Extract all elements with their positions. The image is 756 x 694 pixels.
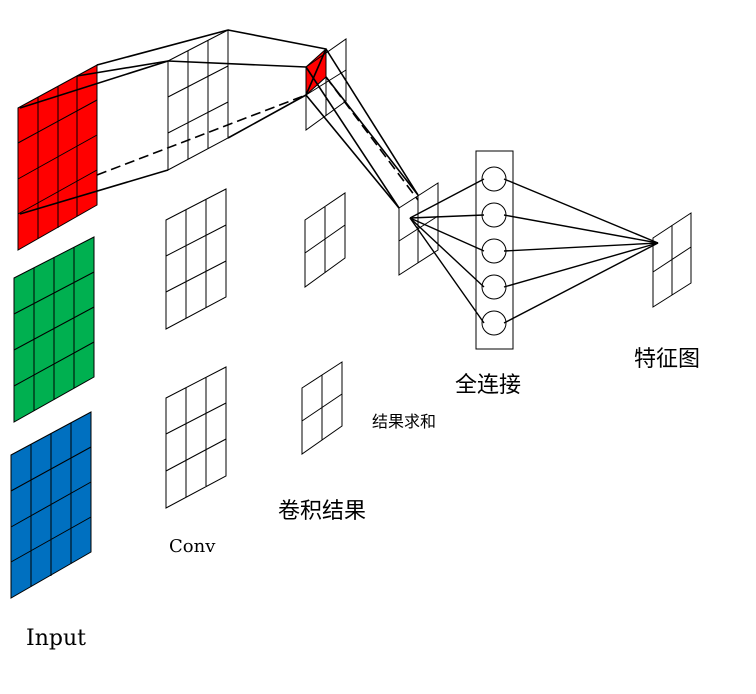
fc-output-connection xyxy=(503,178,659,244)
fc-input-connection xyxy=(409,178,485,219)
fc-neuron xyxy=(481,166,507,192)
fc-output-connection xyxy=(503,214,659,244)
conv-kernel-2 xyxy=(165,188,227,330)
conv-result-3 xyxy=(301,361,343,455)
fc-input-connection xyxy=(409,217,485,324)
input-blue-gridlines xyxy=(10,423,92,587)
input-green-gridlines xyxy=(13,247,95,411)
fc-neuron xyxy=(481,310,507,336)
conv-kernel-3 xyxy=(165,366,227,509)
fc-neuron xyxy=(481,274,507,300)
fc-neuron xyxy=(481,238,507,264)
fc-output-connection xyxy=(503,242,659,324)
label-feature-map: 特征图 xyxy=(634,347,700,372)
fc-output-connection xyxy=(503,242,659,288)
input-channel-red xyxy=(17,64,98,251)
feature-map-grid xyxy=(652,212,692,308)
dashed-connections xyxy=(96,76,419,201)
label-conv: Conv xyxy=(169,536,216,557)
fc-input-connection xyxy=(409,217,485,288)
label-conv-result: 卷积结果 xyxy=(278,499,366,524)
label-sum-result: 结果求和 xyxy=(372,412,436,431)
fc-input-connection xyxy=(409,214,485,219)
input-channel-green xyxy=(13,236,95,423)
conv-kernel-1 xyxy=(167,29,229,171)
fc-connections xyxy=(409,178,659,324)
fc-neuron xyxy=(481,202,507,228)
connections xyxy=(19,29,419,215)
fc-input-connection xyxy=(409,217,485,252)
fc-neurons xyxy=(481,166,507,336)
label-fully-connected: 全连接 xyxy=(455,373,521,398)
label-input: Input xyxy=(26,626,86,651)
input-channel-blue xyxy=(10,411,92,599)
input-red-gridlines xyxy=(17,76,98,239)
conv-result-1 xyxy=(305,38,347,131)
conv-result-2 xyxy=(304,192,346,288)
fc-output-connection xyxy=(503,242,659,252)
